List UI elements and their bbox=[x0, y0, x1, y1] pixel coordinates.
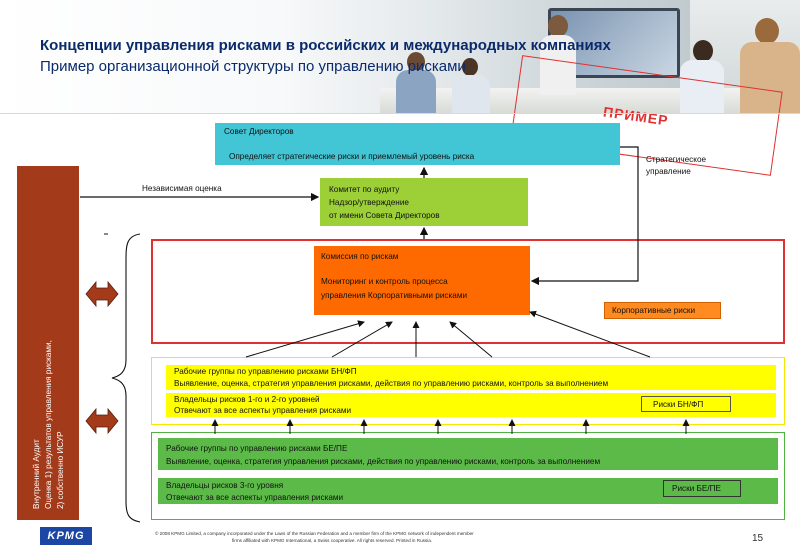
bnfp-owners-text: Отвечают за все аспекты управления риска… bbox=[174, 406, 352, 415]
audit-committee-line2: Надзор/утверждение bbox=[329, 198, 409, 207]
bnfp-risks-label: Риски БН/ФП bbox=[653, 400, 704, 409]
page-subtitle: Пример организационной структуры по упра… bbox=[40, 58, 466, 75]
photo-person-head bbox=[548, 15, 568, 37]
strategic-management-label-1: Стратегическое bbox=[646, 155, 707, 164]
photo-person-body bbox=[540, 35, 576, 95]
audit-committee-line3: от имени Совета Директоров bbox=[329, 211, 440, 220]
bnfp-risks-badge: Риски БН/ФП bbox=[641, 396, 731, 412]
footer-copyright-line1: © 2008 KPMG Limited, a company incorpora… bbox=[155, 531, 474, 536]
bepe-risks-badge: Риски БЕ/ПЕ bbox=[663, 480, 741, 497]
board-of-directors-box: Совет Директоров Определяет стратегическ… bbox=[215, 123, 620, 165]
internal-audit-bar bbox=[17, 166, 79, 520]
left-brace bbox=[111, 233, 141, 523]
page-title: Концепции управления рисками в российски… bbox=[40, 37, 611, 54]
corporate-risks-badge: Корпоративные риски bbox=[604, 302, 721, 319]
internal-audit-title: Внутренний Аудит bbox=[32, 439, 41, 509]
header-photo-banner bbox=[0, 0, 800, 113]
audit-committee-title: Комитет по аудиту bbox=[329, 185, 400, 194]
photo-person-head bbox=[407, 52, 425, 72]
double-arrow-top bbox=[85, 280, 119, 308]
photo-person-body bbox=[396, 70, 436, 113]
corporate-risks-label: Корпоративные риски bbox=[612, 306, 696, 315]
header-divider bbox=[0, 113, 800, 114]
double-arrow-bottom bbox=[85, 407, 119, 435]
risk-commission-title: Комиссия по рискам bbox=[321, 252, 399, 261]
bepe-work-groups-bar: Рабочие группы по управлению рисками БЕ/… bbox=[158, 438, 778, 470]
independent-assessment-label: Независимая оценка bbox=[142, 184, 222, 193]
internal-audit-text: Внутренний Аудит Оценка 1) результатов у… bbox=[31, 177, 81, 517]
bnfp-level-frame bbox=[151, 357, 785, 425]
risk-commission-box: Комиссия по рискам Мониторинг и контроль… bbox=[314, 246, 530, 315]
bepe-owners-title: Владельцы рисков 3-го уровня bbox=[166, 481, 284, 490]
risk-commission-line1: Мониторинг и контроль процесса bbox=[321, 277, 448, 286]
strategic-management-label-2: управление bbox=[646, 167, 691, 176]
internal-audit-line2: Оценка 1) результатов управления рисками… bbox=[43, 340, 53, 509]
footer-copyright-line2: firms affiliated with KPMG International… bbox=[232, 538, 433, 543]
photo-person-body bbox=[680, 60, 724, 113]
bepe-level-frame bbox=[151, 432, 785, 520]
photo-person-body bbox=[452, 75, 490, 113]
kpmg-logo: KPMG bbox=[40, 527, 92, 545]
photo-person-head bbox=[462, 58, 478, 76]
board-text: Определяет стратегические риски и приемл… bbox=[229, 152, 475, 161]
photo-person-body bbox=[740, 42, 800, 113]
bnfp-work-groups-text: Выявление, оценка, стратегия управления … bbox=[174, 379, 609, 388]
bepe-risks-label: Риски БЕ/ПЕ bbox=[672, 484, 722, 493]
photo-person-head bbox=[755, 18, 779, 44]
internal-audit-line3: 2) собственно ИСУР bbox=[55, 431, 65, 509]
bnfp-work-groups-bar: Рабочие группы по управлению рисками БН/… bbox=[166, 365, 776, 390]
page-number: 15 bbox=[752, 533, 764, 544]
audit-committee-box: Комитет по аудиту Надзор/утверждение от … bbox=[320, 178, 528, 226]
bepe-work-groups-text: Выявление, оценка, стратегия управления … bbox=[166, 457, 601, 466]
bepe-owners-text: Отвечают за все аспекты управления риска… bbox=[166, 493, 344, 502]
photo-person-head bbox=[693, 40, 713, 62]
risk-commission-line2: управления Корпоративными рисками bbox=[321, 291, 468, 300]
bnfp-work-groups-title: Рабочие группы по управлению рисками БН/… bbox=[174, 367, 357, 376]
photo-table bbox=[380, 88, 800, 113]
bepe-work-groups-title: Рабочие группы по управлению рисками БЕ/… bbox=[166, 444, 348, 453]
board-title: Совет Директоров bbox=[224, 127, 294, 136]
bnfp-owners-title: Владельцы рисков 1-го и 2-го уровней bbox=[174, 395, 320, 404]
